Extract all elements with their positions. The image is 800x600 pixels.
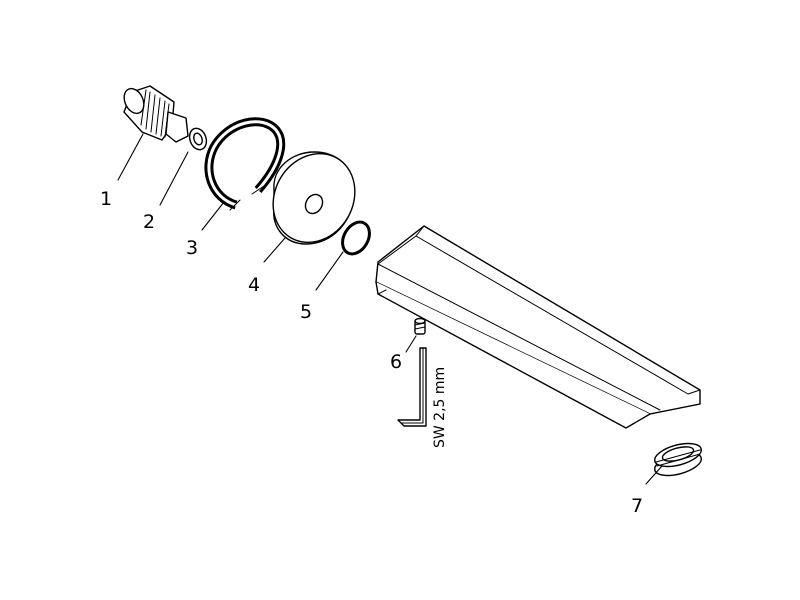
callout-4: 4 <box>248 274 260 296</box>
part-4-cover-rosette <box>272 151 356 245</box>
leader-2 <box>159 151 189 206</box>
part-7-aerator <box>653 442 703 477</box>
part-6-grub-screw <box>414 317 426 335</box>
spout-body <box>375 225 701 429</box>
callout-2: 2 <box>143 211 155 233</box>
hex-key-tool <box>397 347 427 427</box>
leader-3 <box>201 201 225 231</box>
callout-1: 1 <box>100 188 112 210</box>
callout-7: 7 <box>631 495 643 517</box>
leader-6 <box>405 335 417 353</box>
callout-3: 3 <box>186 237 198 259</box>
hex-key-size-label: SW 2,5 mm <box>432 367 448 448</box>
leader-lines <box>117 133 663 485</box>
leader-7 <box>645 465 663 485</box>
callout-5: 5 <box>300 301 312 323</box>
leader-5 <box>315 251 344 291</box>
callout-6: 6 <box>390 351 402 373</box>
leader-4 <box>263 237 286 263</box>
leader-1 <box>117 133 144 181</box>
part-3-retaining-ring <box>204 117 286 211</box>
part-5-o-ring <box>341 220 371 256</box>
part-1-threaded-connector <box>123 85 208 151</box>
